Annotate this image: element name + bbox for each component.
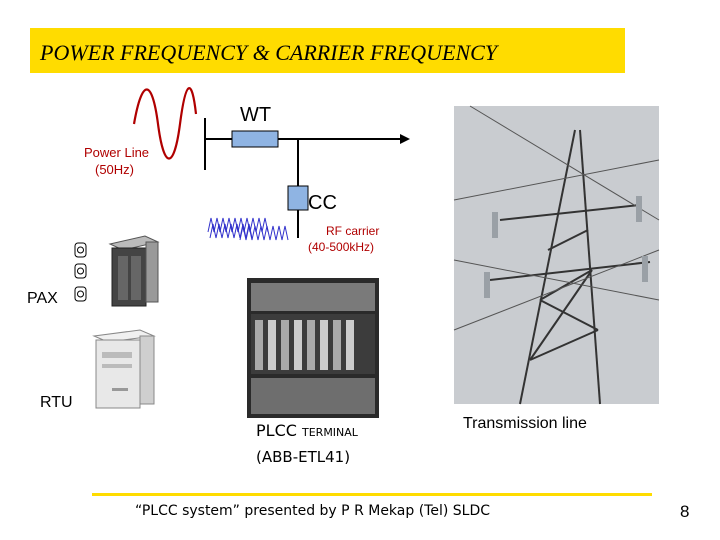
rf-carrier-label: RF carrier	[326, 224, 380, 238]
rtu-computer-image	[92, 329, 156, 409]
power-line-frequency: (50Hz)	[95, 162, 135, 177]
footer-divider	[92, 493, 652, 496]
footer-credit: “PLCC system” presented by P R Mekap (Te…	[135, 503, 491, 519]
plcc-terminal-label: PLCC TERMINAL	[256, 421, 358, 440]
pax-exchange-image	[108, 235, 160, 307]
plcc-terminal-image	[247, 278, 379, 418]
title-banner	[30, 28, 625, 73]
line-arrowhead	[400, 134, 410, 144]
power-frequency-wave	[132, 87, 198, 160]
slide-title: POWER FREQUENCY & CARRIER FREQUENCY	[40, 40, 498, 65]
plcc-model-label: (ABB-ETL41)	[256, 448, 351, 466]
wave-trap-label: WT	[240, 104, 272, 126]
wave-trap-block	[231, 130, 279, 148]
coupling-capacitor-block	[287, 185, 309, 211]
transmission-tower-photo	[453, 105, 660, 405]
page-number: 8	[680, 502, 690, 521]
rf-carrier-wave	[207, 217, 289, 241]
plcc-terminal-main: PLCC	[256, 421, 297, 440]
transmission-line-label: Transmission line	[463, 415, 587, 432]
plcc-terminal-suffix: TERMINAL	[302, 426, 358, 439]
pax-label: PAX	[27, 290, 58, 307]
power-line-label: Power Line	[84, 145, 150, 160]
coupling-capacitor-label: CC	[308, 192, 337, 214]
telephone-icon	[74, 242, 87, 302]
rf-carrier-frequency: (40-500kHz)	[308, 240, 375, 254]
rtu-label: RTU	[40, 394, 73, 411]
